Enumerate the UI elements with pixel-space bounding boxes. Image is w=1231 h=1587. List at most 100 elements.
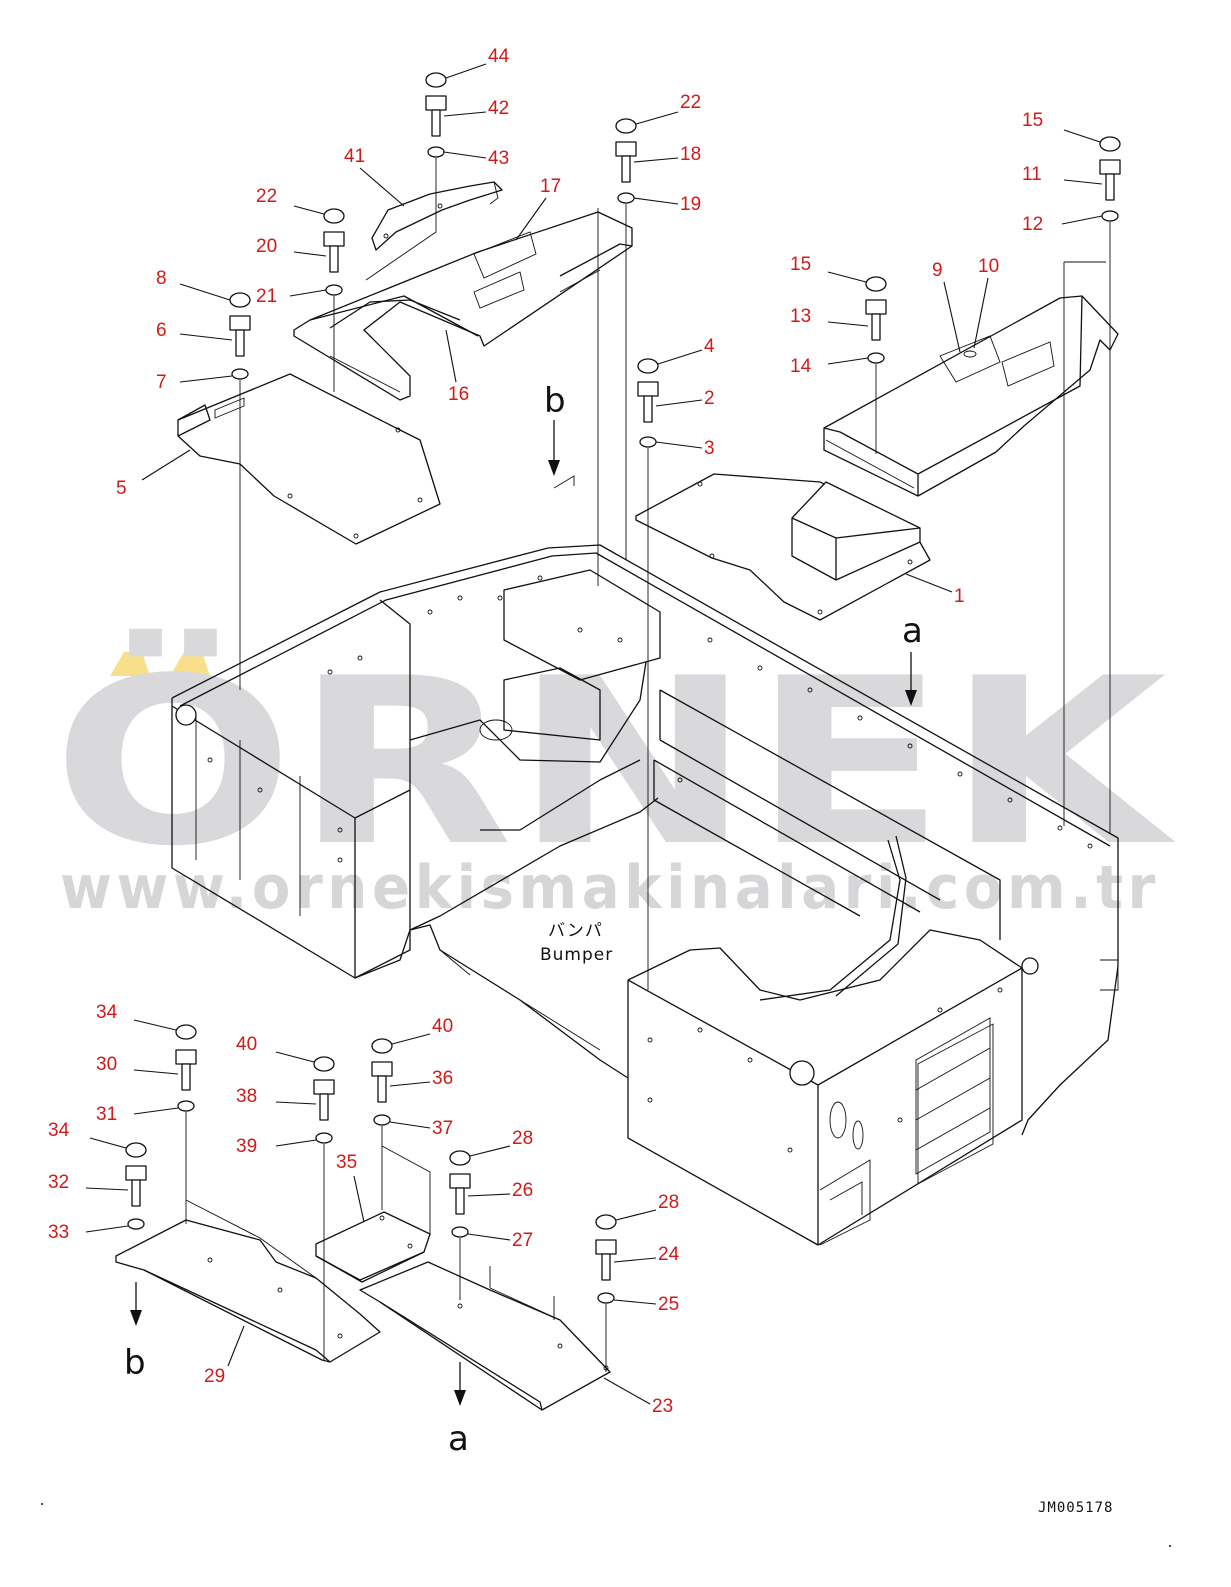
view-b-top-label: b xyxy=(544,381,566,421)
callout-36: 36 xyxy=(432,1068,453,1089)
bolt-icon xyxy=(425,95,447,111)
callout-14: 14 xyxy=(790,356,812,377)
washer-icon xyxy=(427,146,445,158)
bolt-icon xyxy=(125,1165,147,1181)
bumper-en-label: Bumper xyxy=(540,945,613,965)
callout-8: 8 xyxy=(156,268,167,289)
callout-22-left: 22 xyxy=(256,186,277,207)
callout-22-right: 22 xyxy=(680,92,701,113)
arrow-down-icon xyxy=(905,690,917,706)
callout-23: 23 xyxy=(652,1396,673,1417)
cap-icon xyxy=(313,1056,335,1072)
bolt-icon xyxy=(371,1061,393,1077)
dot xyxy=(41,1503,43,1505)
bolt-icon xyxy=(637,381,659,397)
callout-1: 1 xyxy=(954,586,965,607)
callout-34-bottom: 34 xyxy=(48,1120,70,1141)
washer-icon xyxy=(639,436,657,448)
washer-icon xyxy=(617,192,635,204)
callout-18: 18 xyxy=(680,144,701,165)
part-35-plate xyxy=(315,1211,431,1283)
cap-icon xyxy=(425,72,447,88)
main-frame xyxy=(171,544,1119,1246)
washer-icon xyxy=(1101,210,1119,222)
callout-13: 13 xyxy=(790,306,811,327)
cap-icon xyxy=(615,118,637,134)
view-a-top-label: a xyxy=(902,611,923,651)
callout-19: 19 xyxy=(680,194,701,215)
callout-24: 24 xyxy=(658,1244,680,1265)
callout-35: 35 xyxy=(336,1152,357,1173)
callout-15-mid: 15 xyxy=(790,254,811,275)
arrow-down-icon xyxy=(130,1310,142,1326)
cap-icon xyxy=(371,1038,393,1054)
washer-icon xyxy=(315,1132,333,1144)
part-1-plate xyxy=(635,473,931,621)
alignment-lines xyxy=(185,158,1111,1372)
callout-6: 6 xyxy=(156,320,167,341)
callout-27: 27 xyxy=(512,1230,533,1251)
callout-15-right: 15 xyxy=(1022,110,1043,131)
washer-icon xyxy=(867,352,885,364)
washer-icon xyxy=(373,1114,391,1126)
watermark-brand: ÖRNEK xyxy=(52,628,1177,897)
callout-2: 2 xyxy=(704,388,715,409)
bolt-icon xyxy=(313,1079,335,1095)
callout-21: 21 xyxy=(256,286,277,307)
cap-icon xyxy=(449,1150,471,1166)
cap-icon xyxy=(175,1024,197,1040)
callout-40-left: 40 xyxy=(236,1034,257,1055)
callout-37: 37 xyxy=(432,1118,453,1139)
arrow-down-icon xyxy=(548,460,560,476)
cap-icon xyxy=(125,1142,147,1158)
view-arrows: b a b a xyxy=(124,381,923,1459)
callout-44: 44 xyxy=(488,46,510,67)
callout-20: 20 xyxy=(256,236,277,257)
callout-33: 33 xyxy=(48,1222,69,1243)
bolt-icon xyxy=(449,1173,471,1189)
bolt-icon xyxy=(865,299,887,315)
callout-31: 31 xyxy=(96,1104,117,1125)
bolt-icon xyxy=(323,231,345,247)
callout-9: 9 xyxy=(932,260,943,281)
cap-icon xyxy=(323,208,345,224)
washer-icon xyxy=(127,1218,145,1230)
callout-26: 26 xyxy=(512,1180,533,1201)
washer-icon xyxy=(597,1292,615,1304)
view-b-bottom-label: b xyxy=(124,1343,146,1383)
callout-3: 3 xyxy=(704,438,715,459)
callout-28-bottom: 28 xyxy=(658,1192,679,1213)
fasteners xyxy=(125,72,1121,1304)
watermark-accent-mark xyxy=(110,652,150,676)
callout-34-top: 34 xyxy=(96,1002,118,1023)
washer-icon xyxy=(177,1100,195,1112)
callout-43: 43 xyxy=(488,148,509,169)
callout-40-right: 40 xyxy=(432,1016,453,1037)
washer-icon xyxy=(451,1226,469,1238)
part-23-plate xyxy=(359,1261,611,1411)
part-29-plate xyxy=(115,1219,381,1363)
washer-icon xyxy=(325,284,343,296)
bolt-icon xyxy=(595,1239,617,1255)
callout-16: 16 xyxy=(448,384,469,405)
callout-42: 42 xyxy=(488,98,509,119)
callout-11: 11 xyxy=(1022,164,1042,185)
watermark: ÖRNEK www.ornekismakinalari.com.tr xyxy=(52,628,1177,923)
callout-30: 30 xyxy=(96,1054,117,1075)
bumper-jp-label: バンパ xyxy=(548,921,603,941)
callout-10: 10 xyxy=(978,256,999,277)
watermark-accent-mark xyxy=(170,652,210,676)
callout-39: 39 xyxy=(236,1136,257,1157)
callouts: 44 42 43 41 17 22 20 21 8 6 7 5 16 22 18… xyxy=(48,46,1103,1417)
part-9-cover xyxy=(823,295,1119,497)
callout-4: 4 xyxy=(704,336,715,357)
callout-7: 7 xyxy=(156,372,167,393)
drawing-code: JM005178 xyxy=(1038,1500,1113,1516)
callout-28-top: 28 xyxy=(512,1128,533,1149)
watermark-url: www.ornekismakinalari.com.tr xyxy=(60,853,1160,923)
washer-icon xyxy=(231,368,249,380)
cap-icon xyxy=(1099,136,1121,152)
callout-38: 38 xyxy=(236,1086,257,1107)
bolt-icon xyxy=(229,315,251,331)
